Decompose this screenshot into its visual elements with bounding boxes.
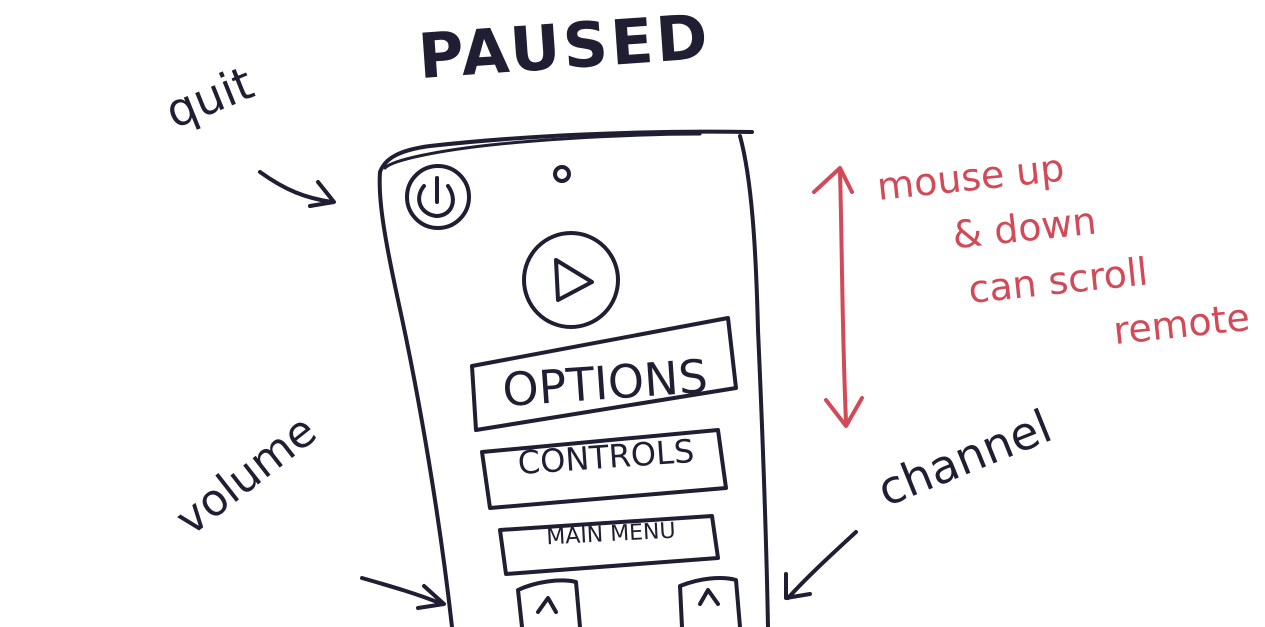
controls-button[interactable] — [480, 428, 728, 510]
volume-up-button[interactable] — [516, 578, 582, 627]
options-button[interactable] — [470, 316, 738, 432]
channel-up-button[interactable] — [678, 576, 742, 627]
up-arrow-icon — [536, 596, 558, 614]
channel-arrow — [784, 530, 858, 600]
quit-arrow — [258, 170, 336, 208]
power-icon — [405, 164, 471, 230]
play-icon — [522, 231, 620, 329]
remote-body-inner — [383, 132, 702, 170]
play-button[interactable] — [522, 231, 620, 329]
remote-body — [377, 129, 770, 627]
up-arrow-icon — [698, 588, 720, 606]
double-headed-arrow-icon — [812, 166, 864, 428]
sensor-dot — [553, 165, 571, 183]
volume-arrow — [360, 576, 446, 610]
main-menu-button[interactable] — [498, 514, 720, 576]
power-button[interactable] — [405, 164, 471, 230]
scroll-note: mouse up & down can scroll remote — [874, 122, 1252, 382]
